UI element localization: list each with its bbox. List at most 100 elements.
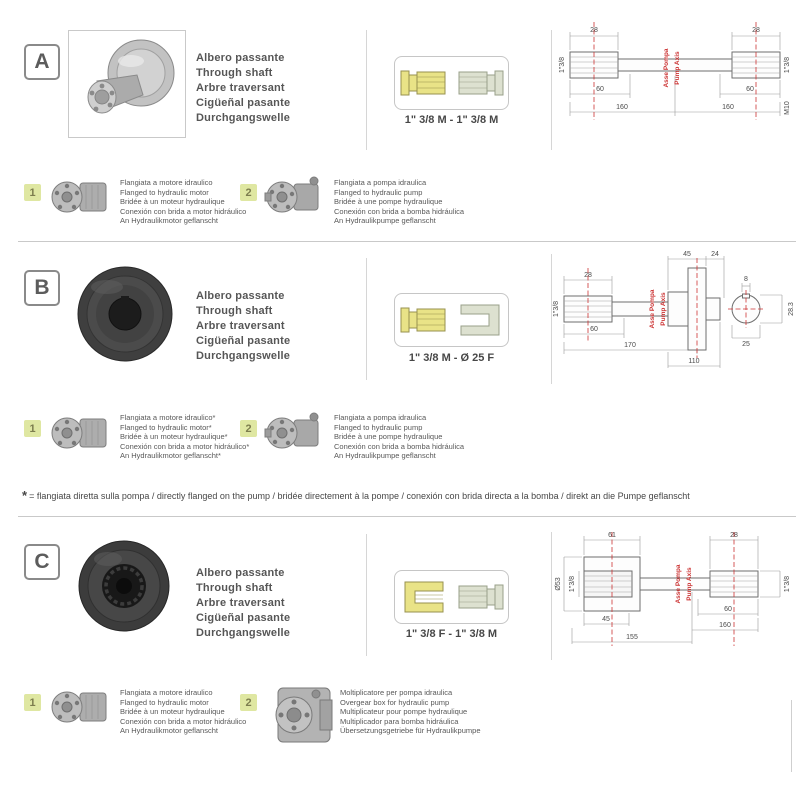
section-divider bbox=[18, 516, 796, 517]
dim-label: 1"3/8 bbox=[784, 57, 791, 73]
size-label-a: 1" 3/8 M - 1" 3/8 M bbox=[404, 114, 499, 126]
name-line: Arbre traversant bbox=[196, 320, 285, 332]
technical-drawing-a: 28 28 1"3/8 1"3/8 M10 60 60 160 160 Asse… bbox=[559, 22, 791, 120]
size-label-b: 1" 3/8 M - Ø 25 F bbox=[408, 352, 495, 364]
dim-label: 28 bbox=[730, 532, 738, 539]
item-line: Flangiata a motore idraulico* bbox=[120, 413, 216, 422]
item-line: An Hydraulikpumpe geflanscht bbox=[334, 216, 436, 226]
name-line: Albero passante bbox=[196, 52, 285, 64]
name-line: Durchgangswelle bbox=[196, 112, 291, 124]
product-names-c: Albero passante Through shaft Arbre trav… bbox=[196, 566, 290, 641]
hydraulic-pump-photo bbox=[264, 176, 319, 213]
dim-label: 24 bbox=[711, 251, 719, 258]
dim-label: 28 bbox=[752, 27, 760, 34]
item-line: An Hydraulikmotor geflanscht bbox=[120, 216, 218, 226]
page-edge-line bbox=[791, 700, 792, 772]
item-line: Flangiata a pompa idraulica bbox=[334, 178, 427, 187]
product-names-b: Albero passante Through shaft Arbre trav… bbox=[196, 289, 290, 364]
name-line: Albero passante bbox=[196, 567, 285, 579]
item-line: Flanged to hydraulic motor bbox=[120, 187, 209, 197]
item-line: Bridée à un moteur hydraulique* bbox=[120, 432, 228, 442]
dim-label: 1"3/8 bbox=[559, 57, 566, 73]
name-line: Albero passante bbox=[196, 290, 285, 302]
item-line: Bridée à un moteur hydraulique bbox=[120, 197, 225, 207]
footnote: *= flangiata diretta sulla pompa / direc… bbox=[22, 488, 690, 503]
overgear-box-photo bbox=[275, 687, 333, 743]
item-line: Bridée à un moteur hydraulique bbox=[120, 707, 225, 717]
item-description: Flangiata a motore idraulico Flanged to … bbox=[120, 688, 246, 736]
technical-drawing-c: 61 28 Ø53 1"3/8 1"3/8 60 45 155 160 Asse… bbox=[555, 532, 791, 646]
item-number-badge: 2 bbox=[240, 184, 257, 201]
axis-label-en: Pump Axis bbox=[686, 567, 693, 601]
hydraulic-pump-photo bbox=[264, 412, 319, 449]
item-line: Flanged to hydraulic pump bbox=[334, 187, 423, 197]
item-line: Conexión con brida a motor hidráulico bbox=[120, 716, 247, 726]
item-number-badge: 2 bbox=[240, 694, 257, 711]
section-b-letter-badge: B bbox=[24, 270, 60, 306]
item-line: Flangiata a pompa idraulica bbox=[334, 413, 427, 422]
dim-label: 110 bbox=[688, 358, 699, 365]
item-line: An Hydraulikmotor geflanscht bbox=[120, 726, 218, 736]
name-line: Durchgangswelle bbox=[196, 627, 291, 639]
shaft-profile-icon-c bbox=[394, 570, 509, 624]
dim-label: 1"3/8 bbox=[784, 576, 791, 592]
product-photo-through-shaft-a bbox=[68, 30, 186, 138]
dim-label: 28 bbox=[590, 27, 598, 34]
section-divider bbox=[18, 241, 796, 242]
item-line: Conexión con brida a bomba hidráulica bbox=[334, 441, 465, 451]
axis-label-en: Pump Axis bbox=[674, 51, 681, 85]
column-divider bbox=[551, 532, 552, 660]
product-photo-through-shaft-c bbox=[78, 540, 170, 632]
item-line: Conexión con brida a motor hidráulico bbox=[120, 206, 247, 216]
item-line: Multiplicateur pour pompe hydraulique bbox=[340, 707, 468, 717]
name-line: Through shaft bbox=[196, 305, 273, 317]
footnote-star: * bbox=[22, 488, 28, 503]
product-names-a: Albero passante Through shaft Arbre trav… bbox=[196, 51, 290, 126]
column-divider bbox=[366, 258, 367, 380]
dim-label: 61 bbox=[608, 532, 616, 539]
item-number-badge: 1 bbox=[24, 420, 41, 437]
name-line: Through shaft bbox=[196, 582, 273, 594]
item-line: An Hydraulikpumpe geflanscht bbox=[334, 451, 436, 461]
item-line: Conexión con brida a motor hidráulico* bbox=[120, 441, 250, 451]
shaft-profile-icon-b bbox=[394, 293, 509, 347]
hydraulic-motor-photo bbox=[51, 181, 107, 213]
item-description: Flangiata a motore idraulico Flanged to … bbox=[120, 178, 246, 226]
item-line: Flangiata a motore idraulico bbox=[120, 688, 213, 697]
name-line: Arbre traversant bbox=[196, 597, 285, 609]
dim-label: 170 bbox=[624, 342, 636, 349]
dim-label: 60 bbox=[596, 86, 604, 93]
name-line: Through shaft bbox=[196, 67, 273, 79]
dim-label: 25 bbox=[742, 341, 750, 348]
dim-label: M10 bbox=[784, 101, 791, 115]
item-description: Flangiata a pompa idraulica Flanged to h… bbox=[334, 413, 464, 461]
dim-label: 155 bbox=[626, 634, 638, 641]
hydraulic-motor-photo bbox=[51, 691, 107, 723]
name-line: Durchgangswelle bbox=[196, 350, 291, 362]
axis-label-it: Asse Pompa bbox=[663, 48, 670, 87]
axis-label-it: Asse Pompa bbox=[649, 289, 656, 328]
dim-label: 160 bbox=[719, 622, 731, 629]
item-description: Flangiata a motore idraulico* Flanged to… bbox=[120, 413, 249, 461]
column-divider bbox=[551, 254, 552, 384]
product-photo-through-shaft-b bbox=[77, 266, 173, 362]
column-divider bbox=[366, 30, 367, 150]
dim-label: 1"3/8 bbox=[569, 576, 576, 592]
item-description: Moltiplicatore per pompa idraulica Overg… bbox=[340, 688, 481, 736]
dim-label: 8 bbox=[744, 276, 748, 283]
item-number-badge: 2 bbox=[240, 420, 257, 437]
name-line: Arbre traversant bbox=[196, 82, 285, 94]
shaft-profile-mm-icon bbox=[400, 70, 503, 96]
item-description: Flangiata a pompa idraulica Flanged to h… bbox=[334, 178, 464, 226]
size-label-c: 1" 3/8 F - 1" 3/8 M bbox=[405, 628, 498, 640]
item-line: Flangiata a motore idraulico bbox=[120, 178, 213, 187]
shaft-profile-mf-icon bbox=[400, 304, 499, 336]
axis-label-it: Asse Pompa bbox=[675, 564, 682, 603]
dim-label: 45 bbox=[602, 616, 610, 623]
name-line: Cigüeñal pasante bbox=[196, 335, 291, 347]
item-line: An Hydraulikmotor geflanscht* bbox=[120, 451, 221, 461]
item-line: Moltiplicatore per pompa idraulica bbox=[340, 688, 453, 697]
shaft-profile-icon-a bbox=[394, 56, 509, 110]
dim-label: 28.3 bbox=[788, 302, 795, 316]
